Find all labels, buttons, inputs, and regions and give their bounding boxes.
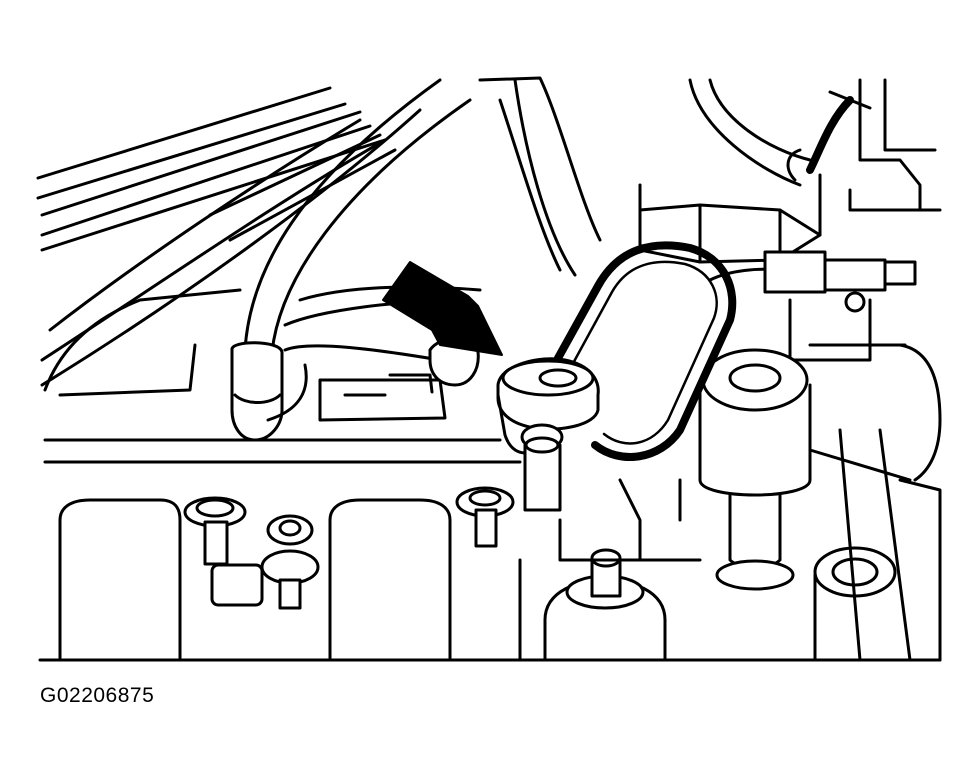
bolt-left: [183, 496, 247, 566]
background-hoses: [36, 86, 422, 387]
loop-handle: [543, 241, 737, 461]
figure-code: G02206875: [40, 684, 155, 707]
lower-left-block: [38, 438, 942, 662]
intake-plenum: [43, 76, 602, 397]
lower-center-fitting: [518, 478, 702, 662]
pointer-arrow: [382, 261, 503, 356]
electrical-plug: [318, 337, 480, 422]
right-cylinder-component: [698, 343, 942, 662]
bolt-right: [455, 486, 515, 548]
stem-pipe: [520, 423, 564, 512]
left-hose-connector: [230, 341, 308, 442]
bolt-middle: [260, 514, 320, 610]
right-electrical-connector: [708, 250, 917, 362]
right-bracket: [848, 78, 942, 212]
left-vertical-hose: [243, 78, 472, 354]
upper-right-hose: [688, 78, 872, 187]
